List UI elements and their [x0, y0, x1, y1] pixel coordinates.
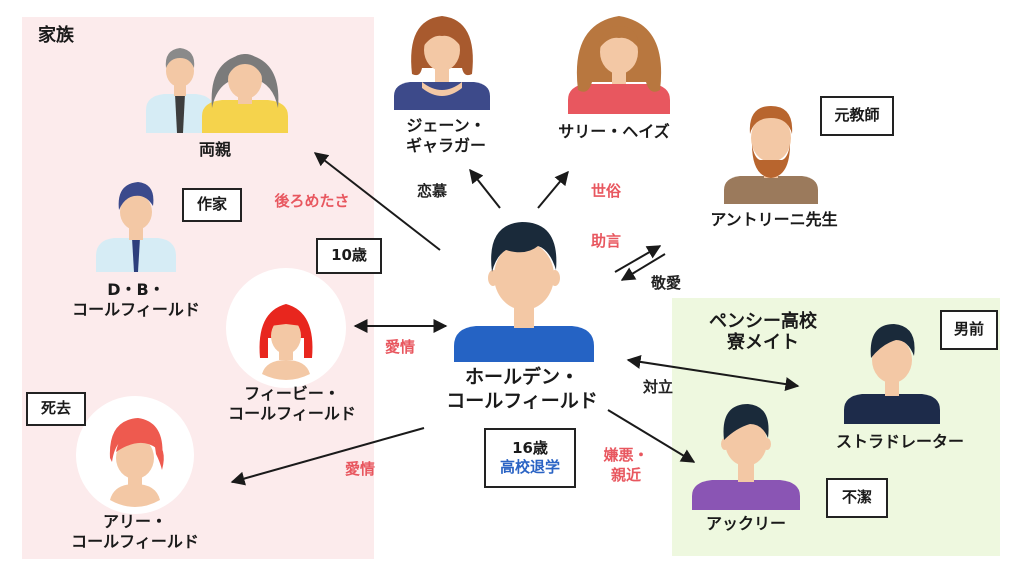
relation-ackley: 嫌悪・ 親近 [603, 446, 649, 484]
relation-to-antolini: 助言 [590, 232, 622, 250]
stradlater-avatar-icon [844, 324, 940, 424]
arrow-jane [469, 168, 501, 209]
holden-avatar-icon [454, 222, 594, 362]
db-avatar-icon [96, 182, 176, 272]
arrow-ackley [607, 409, 696, 463]
ackley-avatar-icon [692, 404, 800, 510]
phoebe-label: フィービー・ コールフィールド [228, 384, 356, 423]
arrow-sally [537, 170, 569, 209]
sally-avatar-icon [568, 16, 670, 114]
jane-label: ジェーン・ ギャラガー [405, 116, 487, 155]
ackley-label: アックリー [705, 514, 787, 533]
relation-jane: 恋慕 [416, 182, 448, 200]
allie-tag: 死去 [26, 392, 86, 426]
allie-avatar-icon [76, 396, 194, 514]
arrow-parents [313, 152, 441, 251]
stradlater-label: ストラドレーター [835, 432, 965, 451]
relation-phoebe: 愛情 [384, 338, 416, 356]
relation-allie: 愛情 [344, 460, 376, 478]
antolini-tag: 元教師 [820, 96, 894, 136]
antolini-avatar-icon [724, 106, 818, 204]
jane-avatar-icon [394, 16, 490, 110]
db-label: D・B・ コールフィールド [72, 280, 200, 319]
antolini-label: アントリーニ先生 [710, 210, 838, 229]
pencey-group-title: ペンシー高校 寮メイト [709, 311, 817, 353]
arrow-from-antolini [620, 253, 666, 281]
holden-status-box: 16歳 高校退学 [484, 428, 576, 488]
stradlater-tag: 男前 [940, 310, 998, 350]
arrow-stradlater [626, 354, 800, 392]
phoebe-avatar-icon [226, 268, 346, 388]
relation-sally: 世俗 [590, 182, 622, 200]
holden-label: ホールデン・ コールフィールド [446, 366, 598, 412]
ackley-tag: 不潔 [826, 478, 888, 518]
holden-status: 高校退学 [499, 458, 560, 476]
arrow-to-antolini [614, 245, 662, 273]
allie-label: アリー・ コールフィールド [71, 512, 199, 551]
arrow-allie [230, 427, 425, 486]
relation-from-antolini: 敬愛 [650, 274, 682, 292]
parents-label: 両親 [198, 140, 232, 159]
holden-age: 16歳 [512, 438, 548, 457]
relation-parents: 後ろめたさ [274, 192, 350, 210]
parents-avatar-icon [146, 48, 288, 133]
relation-stradlater: 対立 [642, 378, 674, 396]
sally-label: サリー・ヘイズ [558, 122, 670, 141]
phoebe-tag: 10歳 [316, 238, 382, 274]
db-tag: 作家 [182, 188, 242, 222]
family-group-title: 家族 [38, 25, 74, 46]
